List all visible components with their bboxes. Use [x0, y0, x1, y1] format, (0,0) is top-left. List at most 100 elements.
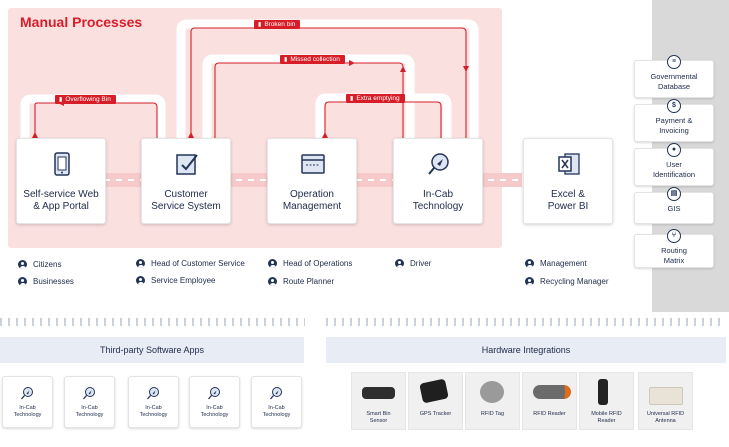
- role-driver: Driver: [395, 258, 431, 269]
- gps-tracker-image: [419, 378, 449, 404]
- role-service-employee: Service Employee: [136, 275, 215, 286]
- role-label: Service Employee: [151, 276, 216, 285]
- side-item-label: Routing Matrix: [661, 246, 687, 265]
- app-tile-in-cab[interactable]: In-Cab Technology: [64, 376, 115, 428]
- rfid-antenna-image: [649, 387, 683, 405]
- card-customer-service-system[interactable]: Customer Service System: [141, 138, 231, 224]
- document-icon: ▤: [667, 187, 681, 201]
- overflowing-bin-tag: ▮Overflowing Bin: [55, 95, 116, 104]
- hardware-label: RFID Reader: [533, 411, 566, 417]
- app-tile-in-cab[interactable]: In-Cab Technology: [128, 376, 179, 428]
- rfid-tag-image: [480, 381, 504, 403]
- broken-bin-label: Broken bin: [264, 21, 296, 28]
- role-management: Management: [525, 258, 587, 269]
- app-tile-label: In-Cab Technology: [13, 405, 42, 418]
- card-label: Customer Service System: [151, 189, 221, 212]
- person-icon: [525, 277, 534, 287]
- role-label: Driver: [410, 259, 432, 268]
- third-party-band: Third-party Software Apps: [0, 337, 304, 363]
- navigation-icon: [147, 387, 159, 400]
- hardware-gps-tracker[interactable]: GPS Tracker: [408, 372, 463, 430]
- side-item-governmental-database[interactable]: ≡ Governmental Database: [634, 55, 714, 98]
- hardware-label: Universal RFID Antenna: [646, 411, 685, 424]
- app-tile-in-cab[interactable]: In-Cab Technology: [189, 376, 240, 428]
- card-in-cab-technology[interactable]: In-Cab Technology: [393, 138, 483, 224]
- extra-emptying-tag: ▮Extra emptying: [346, 94, 405, 103]
- role-businesses: Businesses: [18, 276, 74, 287]
- app-tile-label: In-Cab Technology: [75, 405, 104, 418]
- trash-icon: ▮: [350, 96, 354, 102]
- missed-collection-label: Missed collection: [290, 56, 340, 63]
- missed-collection-tag: ▮Missed collection: [280, 55, 345, 64]
- side-item-label: User Identification: [652, 160, 696, 179]
- hardware-band: Hardware Integrations: [326, 337, 726, 363]
- navigation-icon: [21, 387, 33, 400]
- card-operation-management[interactable]: Operation Management: [267, 138, 357, 224]
- navigation-icon: [208, 387, 220, 400]
- person-icon: [395, 259, 404, 269]
- trash-icon: ▮: [284, 57, 288, 63]
- user-icon: ●: [667, 143, 681, 157]
- dollar-icon: $: [667, 99, 681, 113]
- role-label: Head of Customer Service: [151, 259, 245, 268]
- person-icon: [268, 259, 277, 269]
- role-label: Head of Operations: [283, 259, 353, 268]
- side-item-gis[interactable]: ▤ GIS: [634, 187, 714, 224]
- dotted-divider: [0, 318, 305, 326]
- hardware-rfid-tag[interactable]: RFID Tag: [465, 372, 520, 430]
- role-head-operations: Head of Operations: [268, 258, 352, 269]
- person-icon: [525, 259, 534, 269]
- checklist-icon: [176, 154, 198, 175]
- hardware-rfid-reader[interactable]: RFID Reader: [522, 372, 577, 430]
- card-label: In-Cab Technology: [412, 189, 464, 212]
- role-route-planner: Route Planner: [268, 276, 334, 287]
- routing-icon: ⑂: [667, 229, 681, 243]
- navigation-icon: [428, 153, 449, 175]
- person-icon: [268, 277, 277, 287]
- hardware-universal-rfid-antenna[interactable]: Universal RFID Antenna: [638, 372, 693, 430]
- navigation-icon: [83, 387, 95, 400]
- database-icon: ≡: [667, 55, 681, 69]
- hardware-label: Mobile RFID Reader: [591, 411, 622, 424]
- side-item-payment-invoicing[interactable]: $ Payment & Invoicing: [634, 99, 714, 142]
- tablet-icon: [54, 152, 70, 176]
- side-item-user-identification[interactable]: ● User Identification: [634, 143, 714, 186]
- role-label: Route Planner: [283, 277, 335, 286]
- trash-icon: ▮: [258, 22, 262, 28]
- role-head-customer-service: Head of Customer Service: [136, 258, 245, 269]
- hardware-label: Smart Bin Sensor: [366, 411, 391, 424]
- role-citizens: Citizens: [18, 259, 61, 270]
- app-tile-label: In-Cab Technology: [200, 405, 229, 418]
- person-icon: [136, 276, 145, 286]
- card-label: Operation Management: [282, 189, 342, 212]
- excel-icon: [558, 153, 580, 175]
- window-icon: [301, 154, 325, 174]
- app-tile-label: In-Cab Technology: [262, 405, 291, 418]
- mobile-rfid-reader-image: [598, 379, 608, 405]
- manual-processes-title: Manual Processes: [20, 14, 143, 30]
- person-icon: [18, 277, 27, 287]
- hardware-label: GPS Tracker: [419, 411, 452, 417]
- app-tile-in-cab[interactable]: In-Cab Technology: [251, 376, 302, 428]
- person-icon: [136, 259, 145, 269]
- trash-icon: ▮: [59, 97, 63, 103]
- rfid-reader-image: [533, 385, 571, 399]
- app-tile-in-cab[interactable]: In-Cab Technology: [2, 376, 53, 428]
- card-excel-power-bi[interactable]: Excel & Power BI: [523, 138, 613, 224]
- smart-bin-sensor-image: [362, 387, 395, 399]
- role-label: Businesses: [33, 277, 74, 286]
- card-label: Self-service Web & App Portal: [23, 189, 99, 212]
- extra-emptying-label: Extra emptying: [356, 95, 400, 102]
- app-tile-label: In-Cab Technology: [139, 405, 168, 418]
- side-item-routing-matrix[interactable]: ⑂ Routing Matrix: [634, 229, 714, 268]
- hardware-smart-bin-sensor[interactable]: Smart Bin Sensor: [351, 372, 406, 430]
- side-item-label: Governmental Database: [650, 72, 698, 91]
- role-label: Recycling Manager: [540, 277, 609, 286]
- card-self-service-portal[interactable]: Self-service Web & App Portal: [16, 138, 106, 224]
- hardware-mobile-rfid-reader[interactable]: Mobile RFID Reader: [579, 372, 634, 430]
- card-label: Excel & Power BI: [547, 189, 589, 212]
- dotted-divider: [326, 318, 726, 326]
- side-item-label: GIS: [667, 204, 681, 213]
- side-item-label: Payment & Invoicing: [655, 116, 693, 135]
- role-recycling-manager: Recycling Manager: [525, 276, 608, 287]
